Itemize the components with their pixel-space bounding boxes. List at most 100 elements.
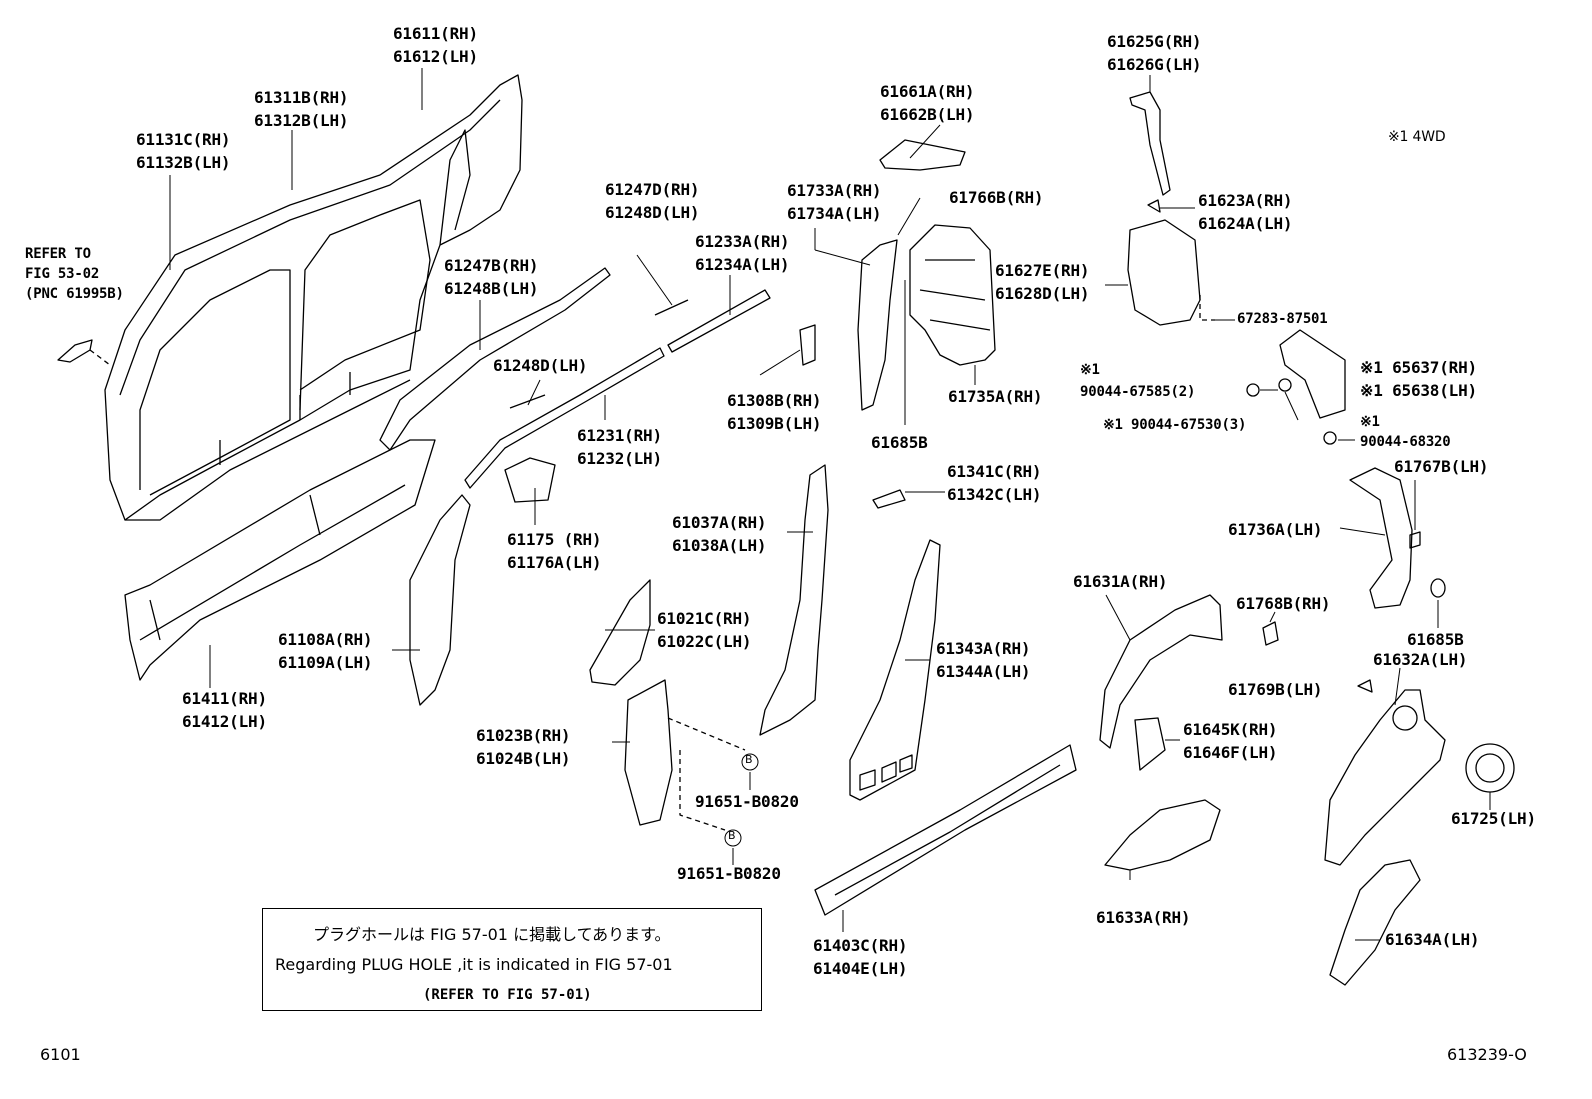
note-4wd: ※1 4WD [1388, 129, 1446, 145]
side-outer-panel [104, 74, 523, 521]
label-61233: 61233A(RH)61234A(LH) [695, 232, 790, 274]
label-61767: 61767B(LH) [1394, 457, 1489, 476]
drawing-number: 613239-O [1447, 1045, 1527, 1064]
plug-hole-note-box: プラグホールは FIG 57-01 に掲載してあります。 Regarding P… [262, 908, 762, 1011]
label-61632: 61632A(LH) [1373, 650, 1468, 669]
label-61725: 61725(LH) [1451, 809, 1536, 828]
dash-leader-refer [89, 349, 111, 366]
bracket-61767 [1409, 531, 1421, 549]
quarter-inner-detail [919, 259, 991, 331]
label-61766: 61766B(RH) [949, 188, 1044, 207]
label-91651-upper: 91651-B0820 [695, 792, 799, 811]
label-61108: 61108A(RH)61109A(LH) [278, 630, 373, 672]
label-61403: 61403C(RH)61404E(LH) [813, 936, 908, 978]
fuel-door-housing-61725 [1465, 743, 1515, 793]
roof-rail-61233 [667, 289, 771, 353]
label-61625: 61625G(RH)61626G(LH) [1107, 32, 1202, 74]
label-61645: 61645K(RH)61646F(LH) [1183, 720, 1278, 762]
panel-61627 [1127, 219, 1201, 326]
label-61021: 61021C(RH)61022C(LH) [657, 609, 752, 651]
roof-rail-61248D [509, 394, 546, 409]
label-61247B: 61247B(RH)61248B(LH) [444, 256, 539, 298]
leader-lines [169, 68, 1491, 941]
label-61131: 61131C(RH)61132B(LH) [136, 130, 231, 172]
dash-leader-67283 [1199, 295, 1215, 321]
label-90044-67530: ※1 90044-67530(3) [1103, 417, 1247, 433]
bracket-61645 [1134, 717, 1166, 771]
roof-rail-61247D [654, 299, 689, 316]
callout-letter-b1: B [745, 753, 753, 766]
wheelhouse-61632 [1324, 689, 1446, 866]
label-67283: 67283-87501 [1237, 311, 1328, 327]
label-61736: 61736A(LH) [1228, 520, 1323, 539]
label-61175: 61175 (RH)61176A(LH) [507, 530, 602, 572]
bracket-61341 [872, 489, 906, 509]
label-61037: 61037A(RH)61038A(LH) [672, 513, 767, 555]
rocker-inner-61403 [814, 744, 1077, 916]
label-61311: 61311B(RH)61312B(LH) [254, 88, 349, 130]
label-61623: 61623A(RH)61624A(LH) [1198, 191, 1293, 233]
label-61634: 61634A(LH) [1385, 930, 1480, 949]
label-61631: 61631A(RH) [1073, 572, 1168, 591]
panel-61736 [1349, 467, 1413, 609]
label-61343: 61343A(RH)61344A(LH) [936, 639, 1031, 681]
clip-90044 [1278, 378, 1292, 392]
callout-letter-b2: B [728, 829, 736, 842]
bracket-61308 [799, 324, 816, 366]
label-91651-lower: 91651-B0820 [677, 864, 781, 883]
label-61735: 61735A(RH) [948, 387, 1043, 406]
bracket-61661 [879, 139, 966, 171]
label-61685-right: 61685B [1407, 630, 1464, 649]
bolt-90044 [1246, 383, 1260, 397]
label-61308: 61308B(RH)61309B(LH) [727, 391, 822, 433]
roof-rail-61247B [379, 267, 611, 451]
label-61248D: 61248D(LH) [493, 356, 588, 375]
rocker-outer-panel [124, 439, 436, 681]
label-61411: 61411(RH)61412(LH) [182, 689, 267, 731]
fuel-door-inner [1475, 753, 1505, 783]
label-65637: ※1 65637(RH)※1 65638(LH) [1360, 358, 1477, 400]
plug-hole-note-en: Regarding PLUG HOLE ,it is indicated in … [275, 955, 673, 974]
bracket-61623 [1147, 199, 1161, 213]
wheelhouse-61631 [1099, 594, 1223, 749]
label-61023: 61023B(RH)61024B(LH) [476, 726, 571, 768]
dash-leader-b1 [667, 717, 746, 751]
rocker-inner-ribs [834, 764, 1061, 896]
bracket-61768 [1262, 621, 1279, 646]
fuel-inlet-hole [1392, 705, 1418, 731]
wheelhouse-61633 [1104, 799, 1221, 871]
gusset-61021 [589, 579, 651, 686]
front-pillar-61108 [409, 494, 471, 706]
plug-61685 [1430, 578, 1446, 598]
cowl-side-61023 [624, 679, 673, 826]
callout-b-2 [724, 829, 742, 847]
roof-rail-61231 [464, 347, 665, 489]
bracket-61769 [1357, 679, 1373, 693]
label-61341: 61341C(RH)61342C(LH) [947, 462, 1042, 504]
label-61685-left: 61685B [871, 433, 928, 452]
label-61611: 61611(RH)61612(LH) [393, 24, 478, 66]
pillar-holes [859, 754, 913, 791]
refer-part [57, 339, 93, 363]
plug-hole-note-jp: プラグホールは FIG 57-01 に掲載してあります。 [313, 925, 671, 944]
strip-61625 [1129, 91, 1171, 196]
label-61627: 61627E(RH)61628D(LH) [995, 261, 1090, 303]
bracket-61175 [504, 457, 556, 503]
label-61231: 61231(RH)61232(LH) [577, 426, 662, 468]
label-61661: 61661A(RH)61662B(LH) [880, 82, 975, 124]
center-pillar-61037 [759, 464, 829, 736]
figure-number: 6101 [40, 1045, 81, 1064]
quarter-pillar-61733 [857, 239, 898, 411]
nut-90044 [1323, 431, 1337, 445]
bracket-65637 [1279, 329, 1346, 419]
label-61633: 61633A(RH) [1096, 908, 1191, 927]
dash-leader-b2 [679, 750, 726, 831]
plug-hole-note-ref: (REFER TO FIG 57-01) [423, 987, 592, 1003]
label-61769: 61769B(LH) [1228, 680, 1323, 699]
center-pillar-61343 [849, 539, 941, 801]
label-61733: 61733A(RH)61734A(LH) [787, 181, 882, 223]
